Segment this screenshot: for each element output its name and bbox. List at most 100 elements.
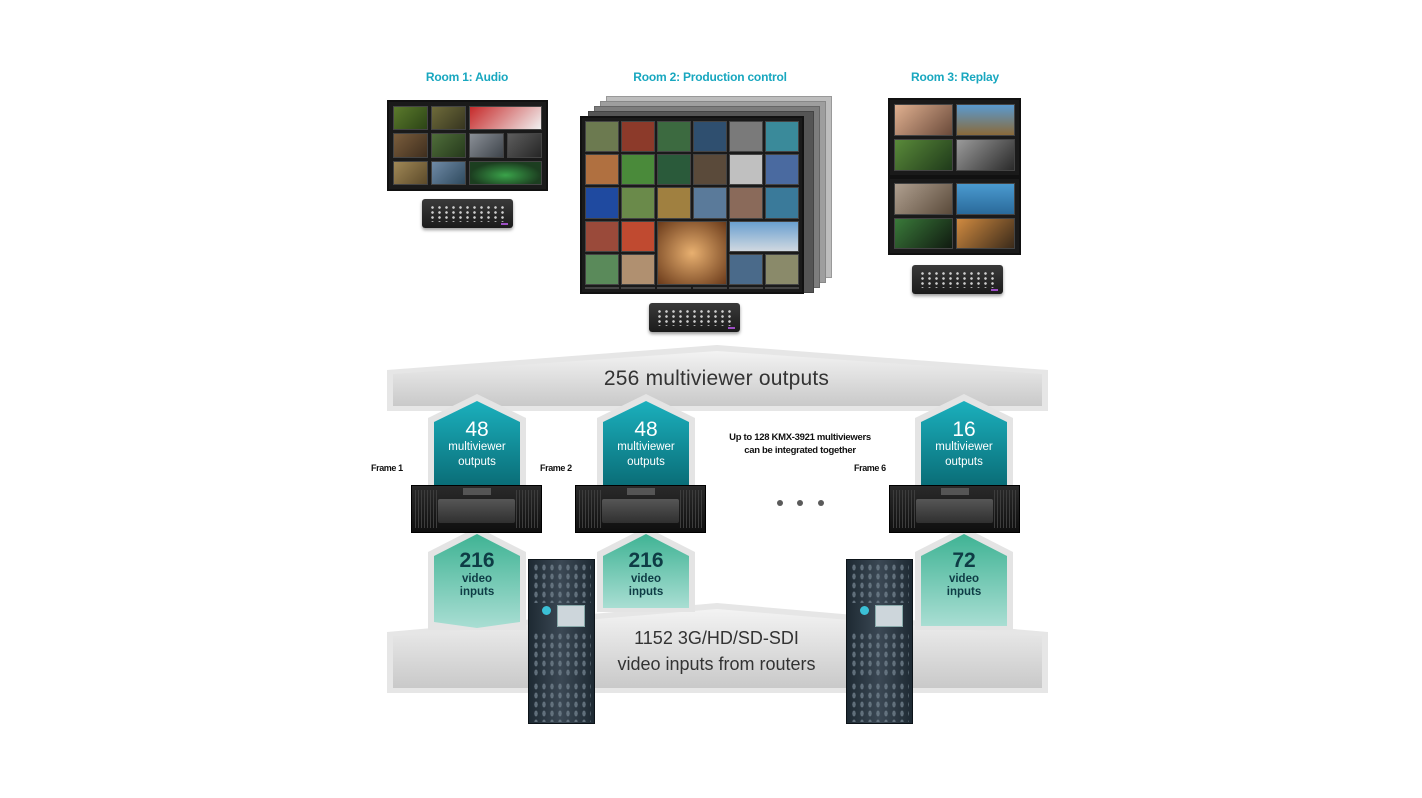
room-3-monitor-top (888, 98, 1021, 177)
video-thumbnail (657, 154, 691, 186)
frame-1-label: Frame 1 (371, 463, 403, 473)
outputs-label: outputs (945, 456, 983, 468)
frame-slot (462, 488, 491, 495)
keyboard-led (991, 289, 998, 291)
video-thumbnail (585, 253, 619, 285)
video-thumbnail (765, 154, 799, 186)
input-hex (921, 534, 1007, 626)
router-vents (850, 632, 909, 676)
outputs-label: multiviewer (935, 441, 993, 453)
room-1-monitor (387, 100, 548, 191)
frame-6-label: Frame 6 (854, 463, 886, 473)
room-3-monitor-bottom (888, 177, 1021, 255)
room-1-title: Room 1: Audio (425, 70, 509, 84)
inputs-count: 216 (628, 549, 664, 572)
output-hex (603, 401, 689, 486)
inputs-arch-label-line2: video inputs from routers (617, 654, 816, 674)
video-thumbnail (393, 160, 428, 185)
outputs-count: 48 (634, 418, 658, 441)
video-thumbnail (657, 287, 691, 289)
frame-6-inputs: 72 video inputs (921, 549, 1007, 599)
room-2-monitor-stack (580, 96, 832, 296)
outputs-arch-label: 256 multiviewer outputs (603, 367, 830, 390)
room-3-title: Room 3: Replay (911, 70, 999, 84)
video-thumbnail (469, 133, 504, 158)
outputs-label: outputs (458, 456, 496, 468)
outputs-arch (393, 351, 1042, 406)
video-thumbnail (393, 106, 428, 131)
frame-grille (994, 490, 1016, 528)
video-thumbnail (729, 121, 763, 153)
video-thumbnail (693, 187, 727, 219)
room-2-title: Room 2: Production control (633, 70, 787, 84)
video-thumbnail (585, 121, 619, 153)
frame-grille (893, 490, 915, 528)
keyboard-led (728, 327, 735, 329)
frame-grille (680, 490, 702, 528)
video-thumbnail (431, 133, 466, 158)
router-vents (532, 563, 591, 603)
multiviewer-frame-1 (411, 485, 542, 533)
input-hex (434, 534, 520, 628)
video-thumbnail (621, 220, 655, 252)
frame-2-label: Frame 2 (540, 463, 572, 473)
frame-1-outputs: 48 multiviewer outputs (434, 419, 520, 470)
router-logo-icon (860, 606, 869, 615)
outputs-label: multiviewer (448, 441, 506, 453)
video-thumbnail (621, 187, 655, 219)
video-thumbnail (693, 154, 727, 186)
inputs-label: video (948, 573, 980, 585)
outputs-label: outputs (627, 456, 665, 468)
router-display (557, 605, 585, 627)
integration-note-line2: can be integrated together (744, 445, 856, 456)
frame-slot (940, 488, 969, 495)
input-hex (603, 534, 689, 608)
keyboard-keys (919, 271, 996, 288)
keyboard-keys (656, 309, 733, 326)
router-vents (850, 563, 909, 603)
video-thumbnail (469, 160, 542, 185)
inputs-label: inputs (459, 586, 495, 598)
frame-slot (626, 488, 655, 495)
frame-panel (438, 499, 515, 523)
frame-grille (579, 490, 601, 528)
output-hex (434, 401, 520, 486)
video-thumbnail (956, 183, 1015, 215)
inputs-label: inputs (628, 586, 664, 598)
outputs-label: multiviewer (617, 441, 675, 453)
ellipsis-dot (797, 500, 803, 506)
router-chassis (528, 559, 595, 724)
frame-grille (516, 490, 538, 528)
frame-1-inputs: 216 video inputs (434, 549, 520, 599)
keyboard-led (501, 223, 508, 225)
video-thumbnail (729, 253, 763, 285)
video-thumbnail (431, 106, 466, 131)
video-thumbnail (469, 106, 542, 131)
router-logo-icon (542, 606, 551, 615)
video-thumbnail (585, 187, 619, 219)
integration-note-line1: Up to 128 KMX-3921 multiviewers (729, 432, 871, 443)
video-thumbnail (621, 287, 655, 289)
control-keyboard (912, 265, 1003, 294)
router-chassis (846, 559, 913, 724)
video-thumbnail (657, 187, 691, 219)
multiviewer-frame-2 (575, 485, 706, 533)
video-thumbnail (894, 139, 953, 171)
video-thumbnail (693, 121, 727, 153)
frame-panel (602, 499, 679, 523)
outputs-count: 16 (952, 418, 976, 441)
frame-grille (415, 490, 437, 528)
inputs-count: 216 (459, 549, 495, 572)
video-thumbnail (894, 183, 953, 215)
ellipsis-dot (818, 500, 824, 506)
video-thumbnail (765, 121, 799, 153)
video-thumbnail (507, 133, 542, 158)
video-thumbnail (431, 160, 466, 185)
inputs-count: 72 (952, 549, 976, 572)
video-thumbnail (621, 253, 655, 285)
router-vents (850, 682, 909, 722)
inputs-label: inputs (946, 586, 982, 598)
router-vents (532, 682, 591, 722)
frame-2-outputs: 48 multiviewer outputs (603, 419, 689, 470)
